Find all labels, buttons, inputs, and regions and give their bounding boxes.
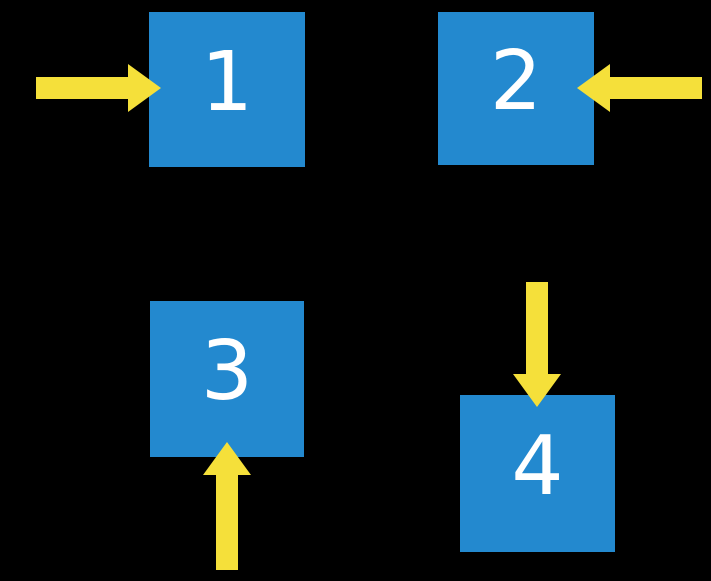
box-1: 1 — [149, 12, 305, 167]
box-3-label: 3 — [200, 324, 254, 419]
box-3: 3 — [150, 301, 304, 457]
box-2-label: 2 — [489, 33, 543, 129]
arrow-down-icon — [513, 282, 561, 407]
box-4-label: 4 — [511, 418, 564, 514]
box-1-label: 1 — [200, 34, 254, 130]
arrow-right-icon — [36, 64, 161, 112]
box-2: 2 — [438, 12, 594, 165]
arrow-left-icon — [577, 64, 702, 112]
box-4: 4 — [460, 395, 615, 552]
arrow-up-icon — [203, 442, 251, 570]
